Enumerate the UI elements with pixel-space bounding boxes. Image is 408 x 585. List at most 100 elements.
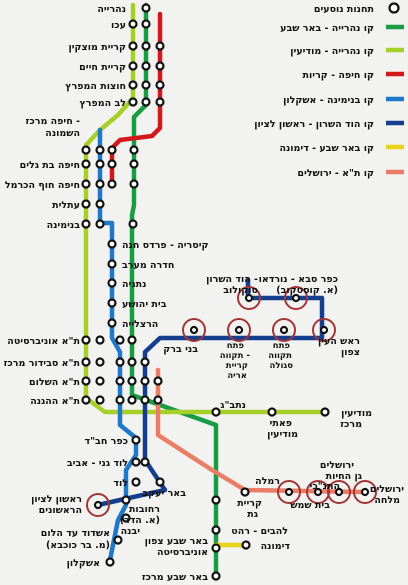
station-label-haifa-merkaz: חיפה מרכז - — [26, 116, 80, 127]
station-label-hutzot-hamifratz: חוצות המפרץ — [65, 81, 126, 92]
station-dot — [240, 487, 250, 497]
station-dot — [140, 457, 150, 467]
station-dot — [244, 293, 254, 303]
station-dot — [129, 179, 139, 189]
station-dot — [211, 495, 221, 505]
station-dot — [211, 543, 221, 553]
station-label-haifa-merkaz: השמונה — [45, 128, 80, 139]
station-dot — [107, 179, 117, 189]
station-dot — [155, 80, 165, 90]
station-dot — [211, 571, 221, 581]
station-dot — [127, 376, 137, 386]
station-dot — [128, 61, 138, 71]
station-label-beer-sheva-north: באר שבע צפון — [145, 536, 209, 547]
station-dot — [81, 179, 91, 189]
station-dot — [140, 395, 150, 405]
station-dot — [267, 407, 277, 417]
station-label-beit-shemesh: בית שמש — [290, 500, 330, 511]
station-label-ta-hashalom: ת"א השלום — [29, 377, 80, 388]
station-dot — [115, 376, 125, 386]
station-label-rosh-haayin: צפון — [341, 347, 360, 358]
legend-label-line-salmon: קו ת"א - ירושלים — [297, 168, 374, 179]
highlight-ring — [312, 318, 336, 342]
station-dot — [95, 357, 105, 367]
station-label-hadera: חדרה מערב — [122, 260, 174, 271]
highlight-ring — [86, 493, 110, 517]
station-dot — [113, 535, 123, 545]
highlight-ring — [237, 286, 261, 310]
station-dot — [140, 376, 150, 386]
station-dot — [128, 219, 138, 229]
station-dot — [131, 457, 141, 467]
station-dot — [115, 357, 125, 367]
station-dot — [360, 487, 370, 497]
station-label-hod-hasharon: הוד השרון - — [206, 274, 258, 285]
station-label-haifa-hof-hacarmel: חיפה חוף הכרמל — [5, 180, 80, 191]
highlight-ring — [327, 480, 351, 504]
station-dot — [291, 293, 301, 303]
station-dot — [211, 407, 221, 417]
station-label-jerusalem-gan: התנ"כי — [310, 481, 340, 492]
station-dot — [121, 513, 131, 523]
station-dot — [129, 159, 139, 169]
station-dot — [131, 477, 141, 487]
station-dot — [127, 357, 137, 367]
station-dot — [153, 376, 163, 386]
station-label-jerusalem-malha: מלחה — [374, 495, 400, 506]
station-dot — [107, 298, 117, 308]
station-dot — [319, 325, 329, 335]
station-label-rehovot: רחובות — [129, 504, 160, 515]
station-label-rishon-letzion: ראשון לציון — [31, 494, 82, 505]
station-label-petah-tikva-segula: סגולה — [270, 361, 294, 371]
station-dot — [141, 80, 151, 90]
legend: תחנות נוסעים קו נהרייה - באר שבע קו נהרי… — [254, 2, 404, 179]
legend-label-line-red: קו חיפה - קריות — [303, 70, 374, 81]
station-dot — [334, 487, 344, 497]
station-dot — [115, 395, 125, 405]
legend-label-line-green: קו נהרייה - באר שבע — [280, 23, 374, 34]
station-dot — [128, 97, 138, 107]
line-blue — [97, 127, 139, 563]
station-dot — [155, 41, 165, 51]
station-label-lod-ganei-aviv: לוד גני - אביב — [67, 458, 128, 469]
station-label-jerusalem-malha: ירושלים — [370, 484, 404, 495]
station-label-ta-university: ת"א אוניברסיטה — [7, 336, 80, 347]
station-label-ashdod: (מ. בר כוכבא) — [46, 540, 110, 551]
station-dot — [107, 278, 117, 288]
station-dot — [93, 500, 103, 510]
station-label-lev-hamifratz: לב המפרץ — [80, 98, 127, 109]
station-dot — [81, 219, 91, 229]
station-label-rehovot: (א. הדר) — [120, 515, 160, 526]
station-dot — [234, 325, 244, 335]
station-dot — [141, 41, 151, 51]
station-dot — [129, 145, 139, 155]
station-label-haifa-bat-galim: חיפה בת גלים — [20, 160, 80, 171]
station-label-binyamina: בנימינה — [47, 220, 81, 231]
highlight-ring — [182, 318, 206, 342]
station-label-kfar-habad: כפר חב"ד — [84, 436, 128, 447]
station-label-kiryat-gat: קריית — [237, 498, 262, 509]
station-label-caesarea: קיסריה - פרדס חנה — [122, 240, 209, 251]
station-label-petah-tikva-kiryat-arye: קריית — [226, 361, 248, 371]
station-dot — [95, 145, 105, 155]
station-dot — [107, 159, 117, 169]
station-label-modiin-merkaz: מודיעין — [341, 408, 372, 419]
station-label-ramla: רמלה — [255, 476, 280, 487]
station-dot — [95, 179, 105, 189]
station-dot — [320, 407, 330, 417]
station-label-dimona: דימונה — [261, 541, 291, 552]
station-label-beer-sheva-north: אוניברסיטה — [157, 547, 208, 558]
station-dot — [81, 395, 91, 405]
station-label-kiryat-haim: קריית חיים — [79, 62, 126, 73]
station-dot — [128, 80, 138, 90]
station-label-lod: לוד — [113, 478, 128, 489]
station-label-bnei-brak: בני ברק — [163, 344, 198, 355]
station-dot — [155, 477, 165, 487]
ring-centers — [93, 293, 370, 510]
station-dot — [107, 259, 117, 269]
station-dot — [279, 325, 289, 335]
station-label-kfar-saba: (א. קוסטקוב) — [276, 285, 338, 296]
legend-label-line-light-green: קו נהרייה - מודיעין — [290, 46, 374, 57]
station-label-hod-hasharon: סוקולוב — [223, 285, 258, 296]
